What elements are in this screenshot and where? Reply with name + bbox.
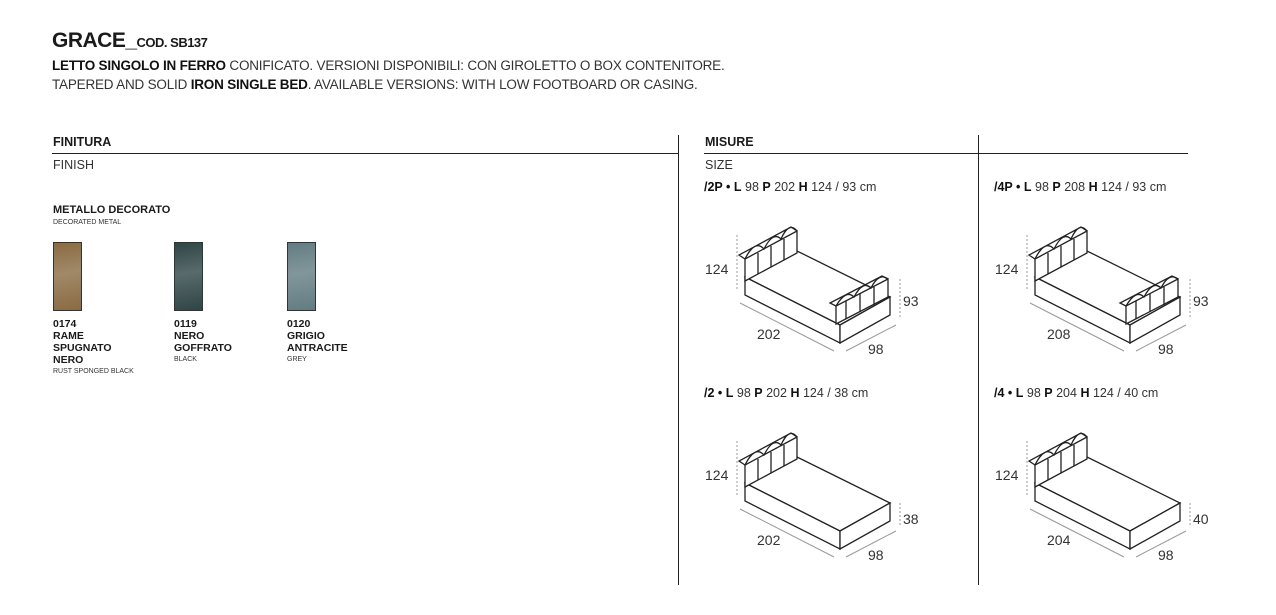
finish-family-en: DECORATED METAL [53,219,122,226]
finish-heading: FINITURA [53,135,112,149]
finish-code-name: 0119 NERO GOFFRATO [174,318,232,354]
divider [52,153,678,154]
dimension-footboard-height: 93 [1193,293,1209,309]
column-divider [678,135,679,585]
dimension-height: 124 [705,261,729,277]
version-spec: /2 • L 98 P 202 H 124 / 38 cm [704,386,869,400]
dimension-width: 98 [868,341,884,357]
dimension-length: 202 [757,326,781,342]
finish-name-en: RUST SPONGED BLACK [53,368,134,375]
finish-swatch[interactable] [53,242,82,311]
dimension-length: 202 [757,532,781,548]
version-spec: /4P • L 98 P 208 H 124 / 93 cm [994,180,1167,194]
bed-drawing [736,226,901,352]
version-spec: /4 • L 98 P 204 H 124 / 40 cm [994,386,1159,400]
divider [704,153,1188,154]
finish-subheading: FINISH [53,158,94,172]
finish-swatch[interactable] [287,242,316,311]
dimension-width: 98 [868,547,884,563]
dimension-width: 98 [1158,341,1174,357]
size-heading: MISURE [705,135,754,149]
dimension-height: 124 [705,467,729,483]
dimension-height: 124 [995,261,1019,277]
bed-drawing [1026,432,1191,558]
dimension-length: 208 [1047,326,1071,342]
finish-swatch[interactable] [174,242,203,311]
dimension-footboard-height: 93 [903,293,919,309]
description-it: LETTO SINGOLO IN FERRO CONIFICATO. VERSI… [52,58,725,73]
description-en: TAPERED AND SOLID IRON SINGLE BED. AVAIL… [52,77,698,92]
product-title: GRACE_COD. SB137 [52,29,208,52]
dimension-width: 98 [1158,547,1174,563]
finish-code-name: 0174 RAME SPUGNATO NERO [53,318,112,366]
finish-name-en: GREY [287,356,307,363]
size-subheading: SIZE [705,158,733,172]
column-divider [978,135,979,585]
bed-drawing [736,432,901,558]
finish-family: METALLO DECORATO [53,204,171,216]
dimension-footboard-height: 38 [903,511,919,527]
finish-name-en: BLACK [174,356,197,363]
product-code: COD. SB137 [136,35,208,50]
bed-drawing [1026,226,1191,352]
dimension-height: 124 [995,467,1019,483]
dimension-footboard-height: 40 [1193,511,1209,527]
version-spec: /2P • L 98 P 202 H 124 / 93 cm [704,180,877,194]
finish-code-name: 0120 GRIGIO ANTRACITE [287,318,348,354]
dimension-length: 204 [1047,532,1071,548]
